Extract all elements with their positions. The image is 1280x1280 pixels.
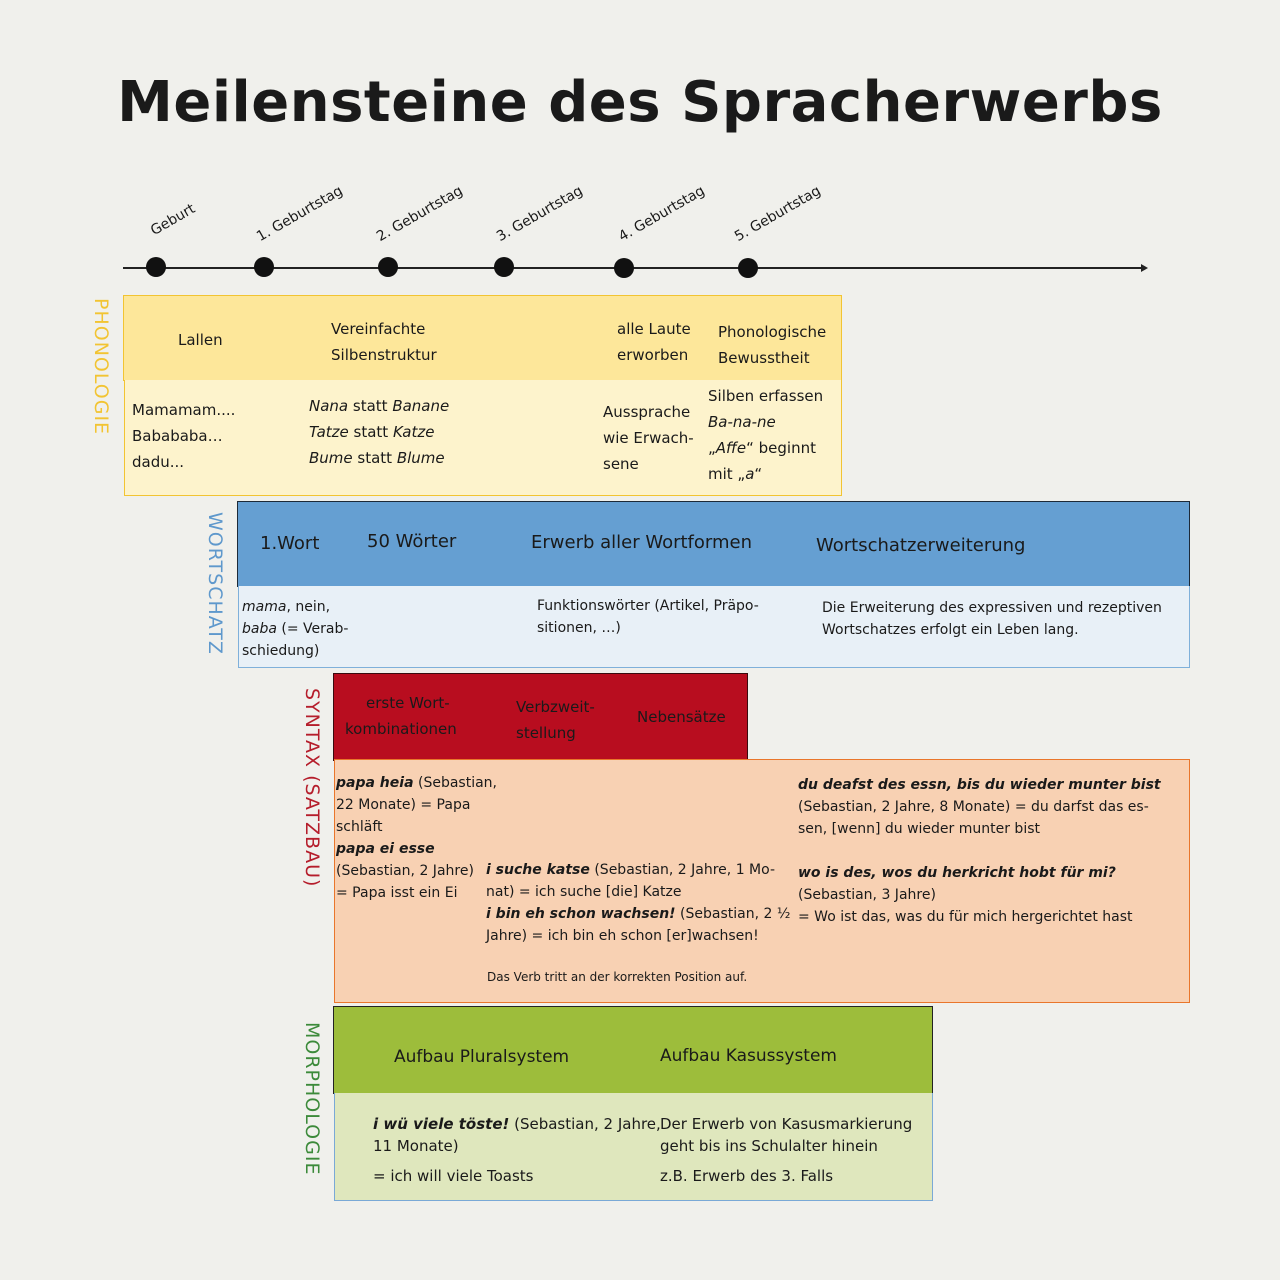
syn-header-verb: Verbzweit- <box>516 698 595 716</box>
syn-example: Jahre) = ich bin eh schon [er]wachsen! <box>486 928 759 944</box>
phon-example: Babababa… <box>132 427 223 445</box>
syn-example: (Sebastian, 2 Jahre) <box>336 863 474 879</box>
phonologie-header <box>123 295 842 381</box>
phon-example: Tatze statt Katze <box>309 423 435 441</box>
syn-example: i suche katse (Sebastian, 2 Jahre, 1 Mo- <box>486 862 776 878</box>
morph-example: geht bis ins Schulalter hinein <box>660 1137 878 1155</box>
milestone-label: 4. Geburtstag <box>616 182 708 245</box>
wort-example: Funktionswörter (Artikel, Präpo- <box>537 598 759 614</box>
phon-example: Mamamam.... <box>132 401 236 419</box>
timeline-arrowhead <box>1141 264 1148 272</box>
morph-header-kasus: Aufbau Kasussystem <box>660 1046 837 1066</box>
milestone-dot-4 <box>614 258 634 278</box>
wortschatz-body <box>238 586 1190 668</box>
syn-example: (Sebastian, 2 Jahre, 8 Monate) = du darf… <box>798 799 1149 815</box>
phon-header-bewusst: Bewusstheit <box>718 349 810 367</box>
wort-example: sitionen, …) <box>537 620 621 636</box>
syn-header-verb: stellung <box>516 724 576 742</box>
syn-header-kombi: kombinationen <box>345 720 457 738</box>
phon-example: Nana statt Banane <box>309 397 450 415</box>
syn-example: = Papa isst ein Ei <box>336 885 458 901</box>
milestone-dot-5 <box>738 258 758 278</box>
phon-header-vereinfacht: Vereinfachte <box>331 320 426 338</box>
syn-example: i bin eh schon wachsen! (Sebastian, 2 ½ <box>486 906 791 922</box>
morph-example: i wü viele töste! (Sebastian, 2 Jahre, <box>373 1115 661 1133</box>
phon-header-laute: alle Laute <box>617 320 691 338</box>
syn-example: 22 Monate) = Papa <box>336 797 471 813</box>
morphologie-header <box>333 1006 933 1094</box>
milestone-label: 2. Geburtstag <box>374 182 466 245</box>
syn-example: papa ei esse <box>336 841 435 857</box>
phon-example: Aussprache <box>603 403 691 421</box>
syn-example: papa heia (Sebastian, <box>336 775 497 791</box>
syn-example: nat) = ich suche [die] Katze <box>486 884 682 900</box>
morph-example: Der Erwerb von Kasusmarkierung <box>660 1115 913 1133</box>
syntax-header <box>333 673 748 761</box>
wort-header-fuenfzig: 50 Wörter <box>367 531 457 552</box>
phon-example: sene <box>603 455 639 473</box>
page-title: Meilensteine des Spracherwerbs <box>117 70 1163 135</box>
phon-header-bewusst: Phonologische <box>718 323 827 341</box>
phon-header-laute: erworben <box>617 346 689 364</box>
wort-header-erstes-wort: 1.Wort <box>260 533 320 554</box>
wort-example: baba (= Verab- <box>242 621 349 637</box>
section-label-morphologie: MORPHOLOGIE <box>301 1022 323 1176</box>
syn-example: wo is des, wos du herkricht hobt für mi? <box>798 865 1116 881</box>
milestone-label: Geburt <box>148 200 198 239</box>
milestone-label: 5. Geburtstag <box>732 182 824 245</box>
syn-note: Das Verb tritt an der korrekten Position… <box>487 970 748 984</box>
phon-header-vereinfacht: Silbenstruktur <box>331 346 437 364</box>
phon-header-lallen: Lallen <box>178 331 223 349</box>
syntax-body <box>334 759 1190 1003</box>
phonologie-body <box>124 380 842 496</box>
section-label-wortschatz: WORTSCHATZ <box>204 512 226 655</box>
milestone-label: 3. Geburtstag <box>494 182 586 245</box>
phon-example: Bume statt Blume <box>309 449 445 467</box>
milestone-dot-1 <box>254 257 274 277</box>
wort-example: mama, nein, <box>242 599 331 615</box>
milestone-dot-3 <box>494 257 514 277</box>
milestone-label: 1. Geburtstag <box>254 182 346 245</box>
morph-header-plural: Aufbau Pluralsystem <box>394 1047 570 1067</box>
morph-example: 11 Monate) <box>373 1137 459 1155</box>
phon-example: Silben erfassen <box>708 387 824 405</box>
syn-header-kombi: erste Wort- <box>366 694 450 712</box>
syn-example: du deafst des essn, bis du wieder munter… <box>798 777 1161 793</box>
wort-example: schiedung) <box>242 643 320 659</box>
wort-example: Wortschatzes erfolgt ein Leben lang. <box>822 622 1079 638</box>
syn-example: (Sebastian, 3 Jahre) <box>798 887 936 903</box>
section-label-phonologie: PHONOLOGIE <box>90 298 112 436</box>
milestone-dot-2 <box>378 257 398 277</box>
syn-example: schläft <box>336 819 383 835</box>
wort-header-erweiterung: Wortschatzerweiterung <box>816 535 1026 556</box>
wort-header-wortformen: Erwerb aller Wortformen <box>531 532 753 553</box>
morphologie-body <box>334 1093 933 1201</box>
phon-example: mit „a“ <box>708 465 763 483</box>
phon-example: wie Erwach- <box>603 429 694 447</box>
morph-example: = ich will viele Toasts <box>373 1167 534 1185</box>
syn-header-neben: Nebensätze <box>637 708 726 726</box>
syn-example: = Wo ist das, was du für mich hergericht… <box>798 909 1133 925</box>
wort-example: Die Erweiterung des expressiven und reze… <box>822 600 1162 616</box>
morph-example: z.B. Erwerb des 3. Falls <box>660 1167 834 1185</box>
phon-example: „Affe“ beginnt <box>708 439 816 457</box>
syn-example: sen, [wenn] du wieder munter bist <box>798 821 1040 837</box>
phon-example: dadu... <box>132 453 185 471</box>
section-label-syntax: SYNTAX (SATZBAU) <box>301 688 323 888</box>
phon-example: Ba-na-ne <box>708 413 776 431</box>
milestone-dot-birth <box>146 257 166 277</box>
